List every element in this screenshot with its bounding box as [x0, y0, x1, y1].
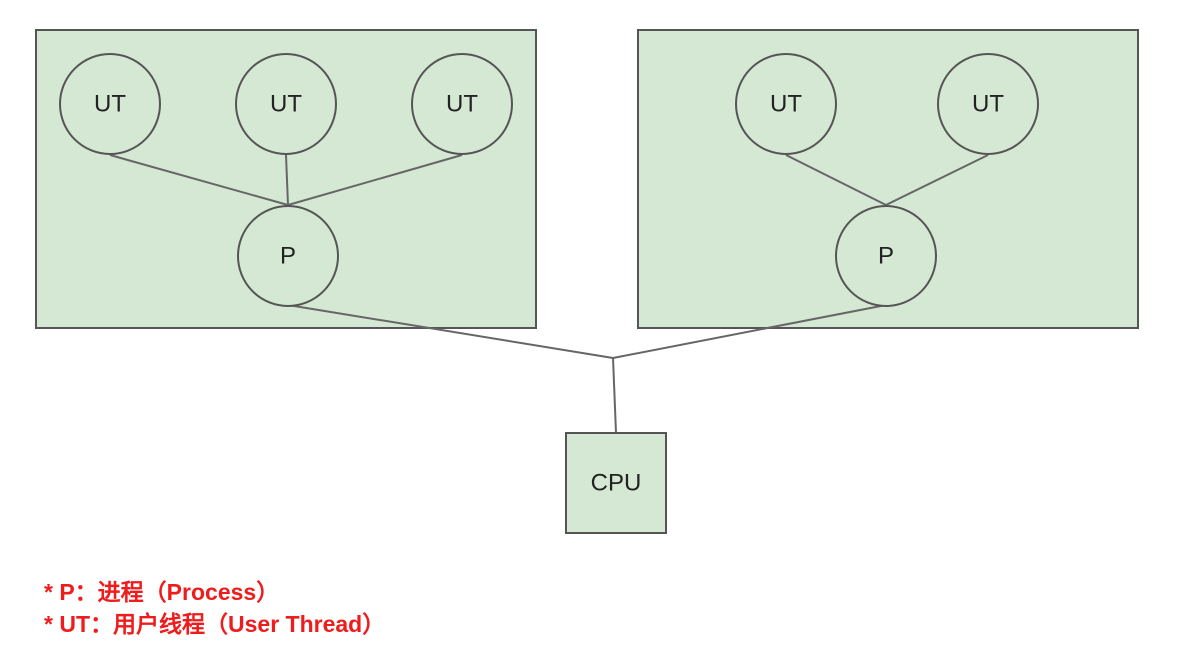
edge-ut2-p1	[285, 154, 289, 206]
user-thread-node: UT	[235, 53, 337, 155]
user-thread-label: UT	[770, 91, 802, 118]
process-node: P	[835, 205, 937, 307]
edge-ut5-p2	[885, 154, 989, 206]
process-label: P	[280, 243, 296, 270]
cpu-node: CPU	[565, 432, 667, 534]
user-thread-label: UT	[94, 91, 126, 118]
user-thread-node: UT	[59, 53, 161, 155]
legend: * P：进程（Process） * UT：用户线程（User Thread）	[44, 576, 385, 640]
user-thread-label: UT	[270, 91, 302, 118]
edge-ut1-p1	[109, 154, 289, 206]
user-thread-node: UT	[411, 53, 513, 155]
edge-junction-cpu	[612, 357, 617, 434]
edge-ut4-p2	[785, 154, 887, 206]
user-thread-label: UT	[446, 91, 478, 118]
user-thread-node: UT	[937, 53, 1039, 155]
connectors	[109, 154, 989, 434]
legend-user-thread-line: * UT：用户线程（User Thread）	[44, 611, 386, 637]
user-thread-node: UT	[735, 53, 837, 155]
cpu-label: CPU	[591, 470, 642, 497]
process-label: P	[878, 243, 894, 270]
edge-p1-junction	[287, 304, 614, 359]
user-thread-label: UT	[972, 91, 1004, 118]
process-node: P	[237, 205, 339, 307]
legend-process-line: * P：进程（Process）	[44, 579, 280, 605]
edge-p2-junction	[612, 304, 887, 359]
edge-ut3-p1	[287, 154, 463, 206]
